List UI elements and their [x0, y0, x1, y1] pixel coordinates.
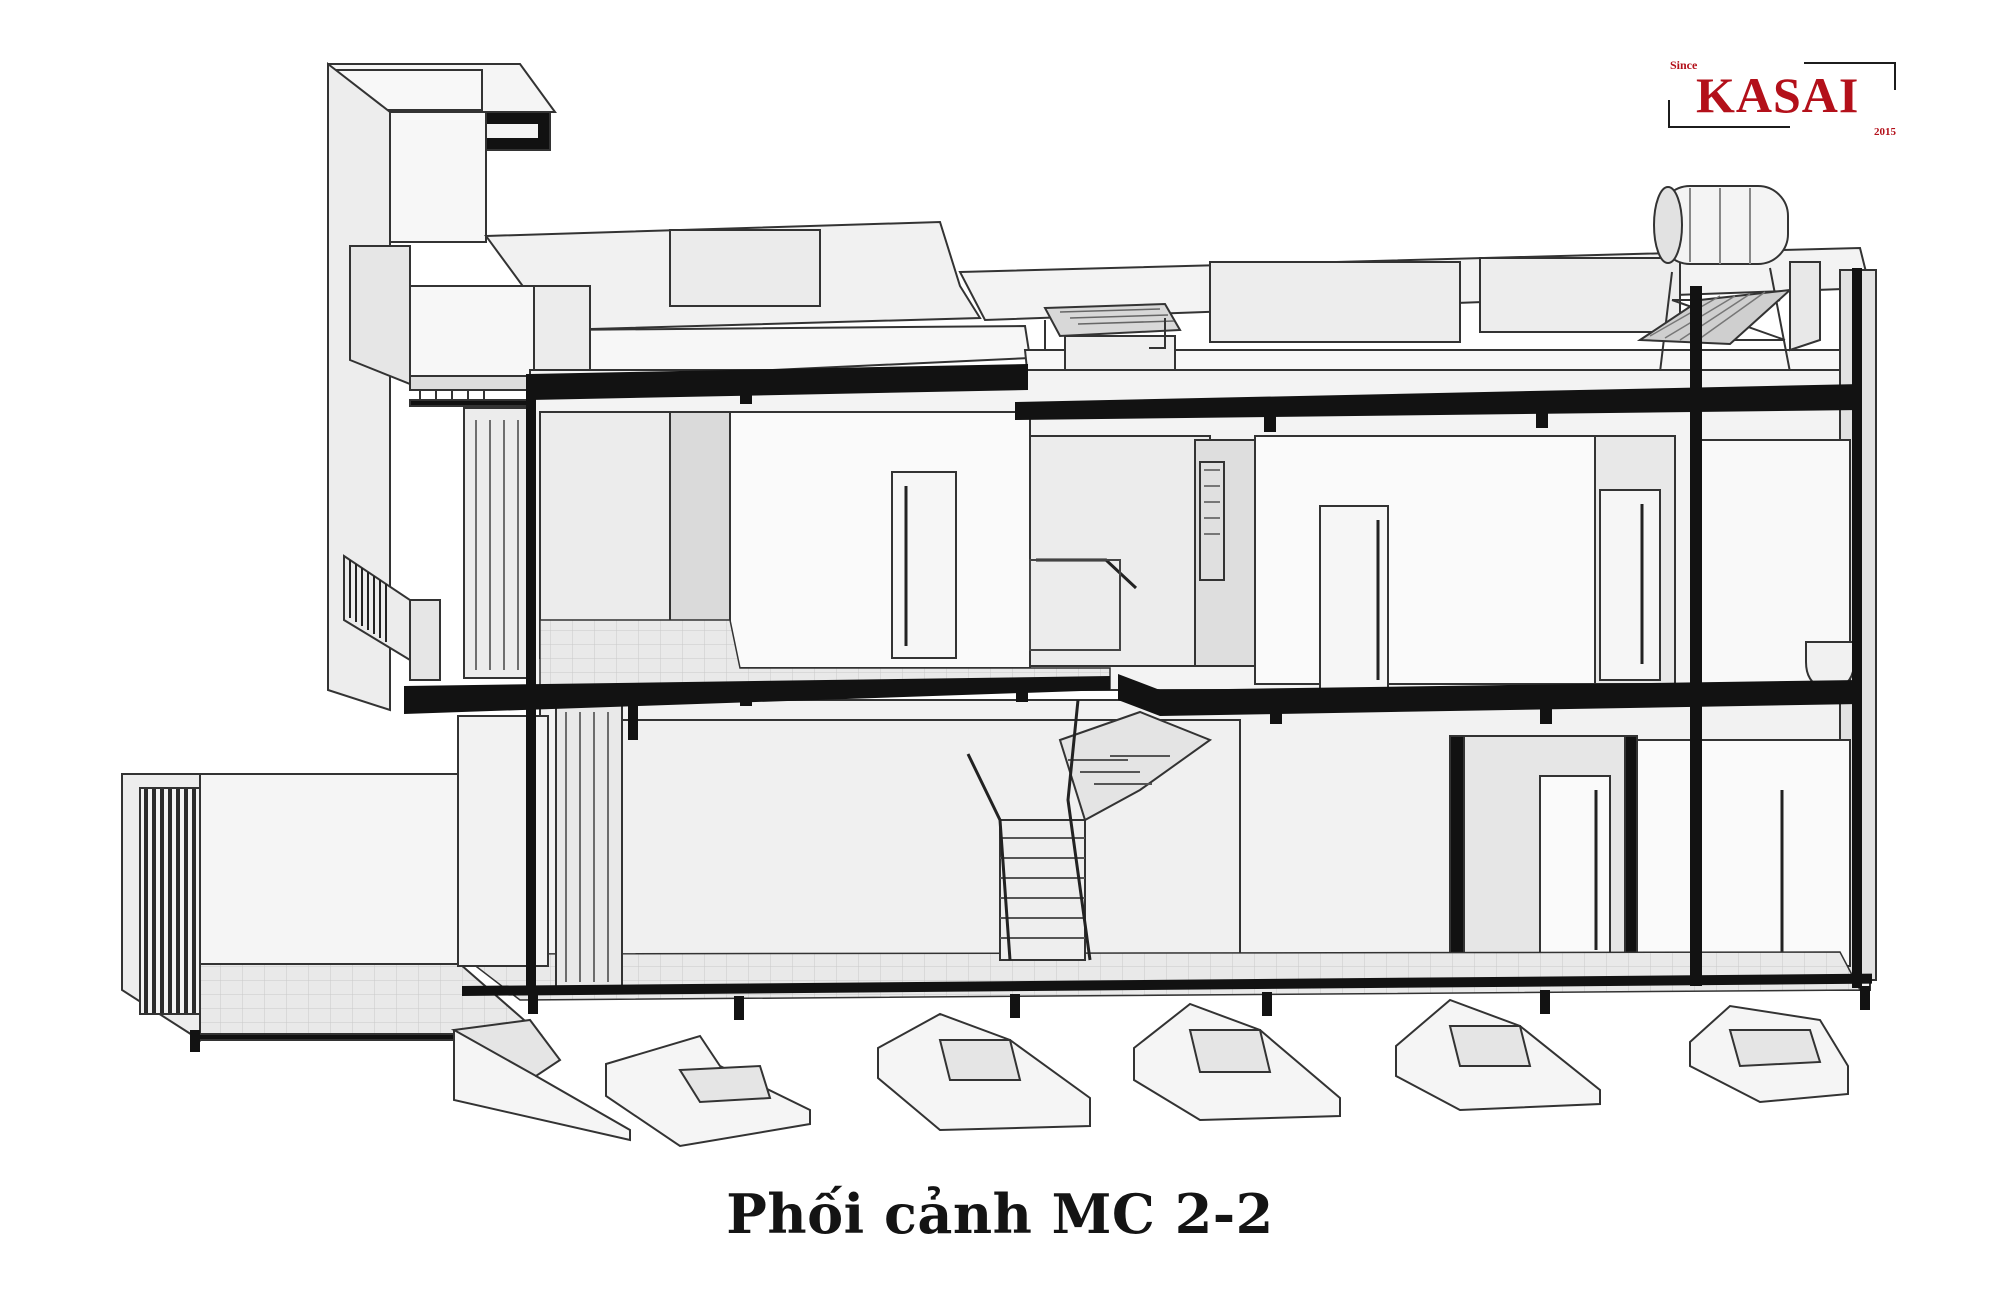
- water-tank: [1636, 185, 1821, 373]
- mid-balcony: [343, 554, 441, 681]
- footing-1: [450, 1018, 631, 1142]
- staircase: [966, 558, 1213, 961]
- logo-year: 2015: [1874, 126, 1896, 138]
- upper-floor-rooms: [539, 411, 1855, 693]
- logo-frame-bottom: [1668, 100, 1790, 128]
- floor-slabs: [404, 364, 1872, 996]
- logo-frame-top: [1804, 62, 1896, 90]
- footing-3: [877, 1012, 1091, 1132]
- logo-brand: KASAI: [1696, 67, 1860, 123]
- ground-floor: [619, 719, 1851, 969]
- logo-since: Since: [1670, 58, 1698, 72]
- roof-hatch: [1043, 302, 1182, 379]
- footing-4: [1133, 1002, 1341, 1122]
- ground-glass-door: [555, 699, 623, 991]
- figure-caption: Phối cảnh MC 2-2: [726, 1182, 1274, 1246]
- slab-beams: [190, 268, 1870, 1052]
- footing-6: [1689, 1004, 1849, 1104]
- footing-5: [1395, 998, 1601, 1112]
- stair-tower: [327, 61, 557, 712]
- footing-2: [605, 1034, 811, 1148]
- foundations: [450, 998, 1849, 1148]
- kasai-logo: Since KASAI 2015: [1668, 58, 1896, 142]
- ground-left-terrace: [121, 715, 549, 1042]
- upper-left-window: [463, 407, 529, 679]
